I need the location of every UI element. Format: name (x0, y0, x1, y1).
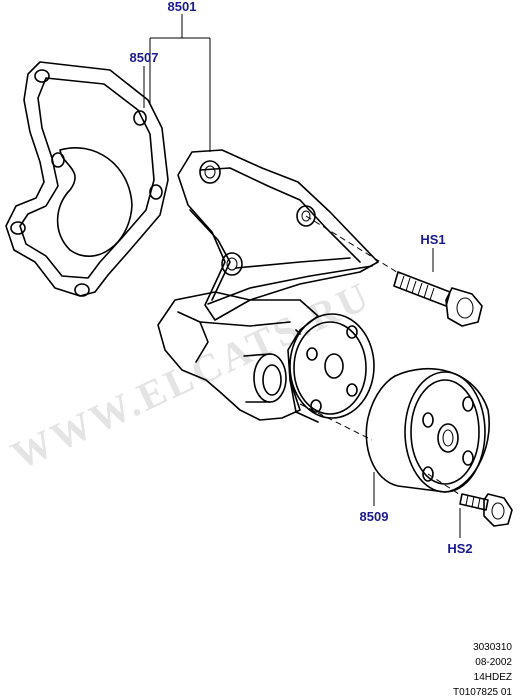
callout-8507: 8507 (130, 50, 159, 65)
alignment-line-flange (299, 403, 373, 441)
watermark: WWW.ELCATS.RU (5, 272, 378, 478)
callout-8501: 8501 (168, 0, 197, 14)
callout-hs1: HS1 (420, 232, 445, 247)
callout-8509: 8509 (360, 509, 389, 524)
reference-engine: 14HDEZ (474, 672, 512, 683)
water-pump-pulley (365, 368, 490, 493)
reference-block: 3030310 08-2002 14HDEZ T0107825 01 (453, 642, 512, 698)
alignment-line-hs2 (427, 473, 463, 497)
alignment-line-hs1 (305, 215, 401, 275)
gasket (5, 61, 169, 297)
callout-hs2: HS2 (447, 541, 472, 556)
reference-code: 3030310 (473, 642, 512, 653)
bolt-hs1 (393, 271, 483, 327)
reference-date: 08-2002 (475, 657, 512, 668)
bolt-hs2 (459, 493, 513, 527)
leader-8501 (149, 14, 211, 152)
water-pump-body (157, 149, 379, 423)
reference-drawing-number: T0107825 01 (453, 687, 512, 698)
